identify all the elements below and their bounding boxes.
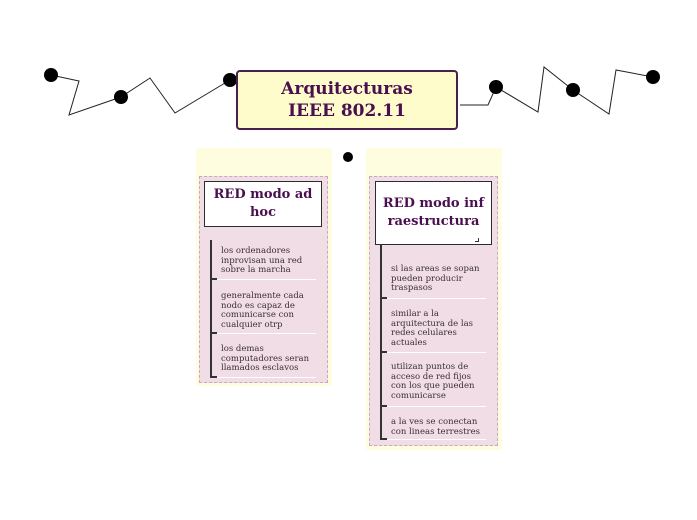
left-branch-header[interactable]: RED modo ad hoc (204, 181, 322, 227)
right-item-2-tick (380, 351, 387, 353)
left-item-2[interactable]: generalmente cada nodo es capaz de comun… (221, 291, 304, 330)
resize-corner-icon (475, 238, 479, 242)
right-branch-title: RED modo infraestructura (382, 196, 485, 229)
right-item-4-tick (380, 438, 387, 440)
node-dot (646, 70, 660, 84)
right-item-1-underline (386, 298, 486, 299)
left-item-3-tick (210, 376, 217, 378)
left-branch-bracket (210, 240, 212, 376)
node-dot (44, 68, 58, 82)
left-item-1-tick (210, 278, 217, 280)
right-item-1[interactable]: si las areas se sopan pueden producir tr… (391, 264, 480, 293)
node-dot (343, 152, 353, 162)
right-branch-header[interactable]: RED modo infraestructura (375, 181, 492, 245)
right-item-1-tick (380, 297, 387, 299)
node-dot (566, 83, 580, 97)
node-dot (114, 90, 128, 104)
left-item-1-underline (216, 279, 316, 280)
right-item-2-underline (386, 352, 486, 353)
right-item-2[interactable]: similar a la arquitectura de las redes c… (391, 309, 474, 348)
left-item-3-underline (216, 377, 316, 378)
right-item-3-underline (386, 406, 486, 407)
left-item-2-tick (210, 332, 217, 334)
right-item-4-underline (386, 439, 486, 440)
right-branch-bracket (380, 245, 382, 439)
right-item-4[interactable]: a la ves se conectan con lineas terrestr… (391, 417, 480, 437)
node-dot (223, 73, 237, 87)
node-dot (489, 80, 503, 94)
main-topic[interactable]: Arquitecturas IEEE 802.11 (236, 70, 458, 130)
right-item-3-tick (380, 405, 387, 407)
right-item-3[interactable]: utilizan puntos de acceso de red fijos c… (391, 362, 475, 401)
left-item-1[interactable]: los ordenadores inprovisan una red sobre… (221, 246, 303, 275)
left-branch-title: RED modo ad hoc (213, 187, 313, 220)
left-item-3[interactable]: los demas computadores seran llamados es… (221, 344, 310, 373)
left-item-2-underline (216, 333, 316, 334)
main-topic-title: Arquitecturas IEEE 802.11 (281, 79, 413, 121)
